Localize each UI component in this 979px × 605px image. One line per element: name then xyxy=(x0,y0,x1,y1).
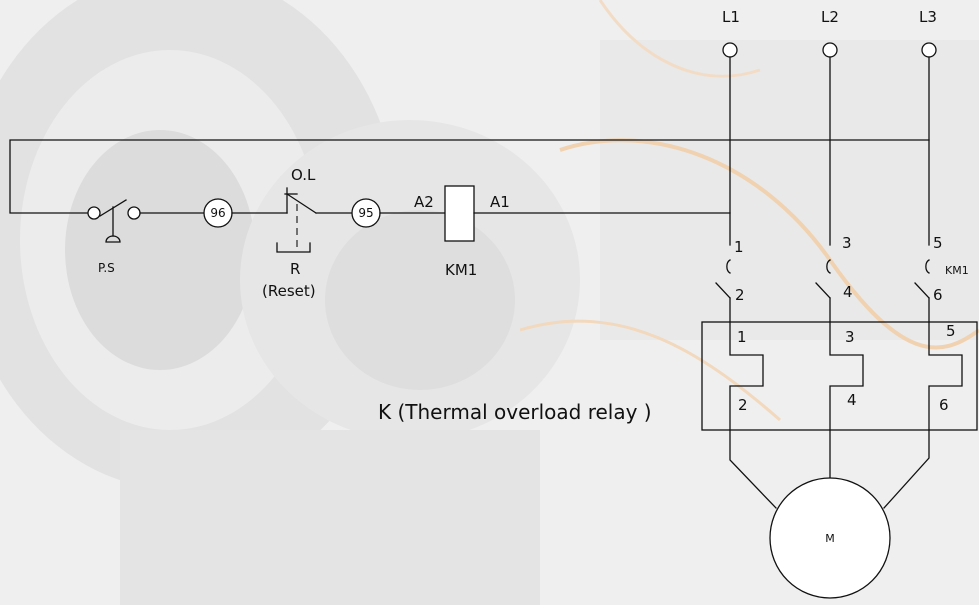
label-l2: L2 xyxy=(821,8,839,26)
label-motor: M xyxy=(825,532,835,545)
motor-wire-w xyxy=(883,429,930,509)
label-contact-6: 6 xyxy=(933,286,943,304)
relay-label: K (Thermal overload relay ) xyxy=(378,400,652,424)
label-reset-r: R xyxy=(290,260,300,278)
label-relay-2: 2 xyxy=(738,396,748,414)
label-ol: O.L xyxy=(291,166,316,184)
label-coil-km1: KM1 xyxy=(445,261,477,279)
thermal-relay-box xyxy=(701,321,978,431)
terminal-l3 xyxy=(921,42,937,58)
label-contact-4: 4 xyxy=(843,283,853,301)
push-switch xyxy=(87,199,141,243)
label-relay-4: 4 xyxy=(847,391,857,409)
label-96: 96 xyxy=(210,206,225,220)
terminal-l1 xyxy=(722,42,738,58)
coil-km1 xyxy=(444,185,475,242)
motor xyxy=(769,477,891,599)
label-contact-3: 3 xyxy=(842,234,852,252)
label-ps: P.S xyxy=(98,261,115,275)
label-contact-2: 2 xyxy=(735,286,745,304)
label-l3: L3 xyxy=(919,8,937,26)
label-a2: A2 xyxy=(414,193,434,211)
main-contacts xyxy=(715,259,930,323)
label-a1: A1 xyxy=(490,193,510,211)
label-reset: (Reset) xyxy=(262,282,316,300)
label-contact-1: 1 xyxy=(734,238,744,256)
label-l1: L1 xyxy=(722,8,740,26)
label-contact-5: 5 xyxy=(933,234,943,252)
overload-contact xyxy=(231,187,317,253)
motor-wire-u xyxy=(729,429,777,509)
terminal-l2 xyxy=(822,42,838,58)
heater-elements xyxy=(729,321,963,431)
label-relay-3: 3 xyxy=(845,328,855,346)
label-relay-1: 1 xyxy=(737,328,747,346)
label-relay-6: 6 xyxy=(939,396,949,414)
label-contactor-km1: KM1 xyxy=(945,264,969,277)
label-95: 95 xyxy=(358,206,373,220)
control-return-wire xyxy=(9,139,930,214)
label-relay-5: 5 xyxy=(946,322,956,340)
